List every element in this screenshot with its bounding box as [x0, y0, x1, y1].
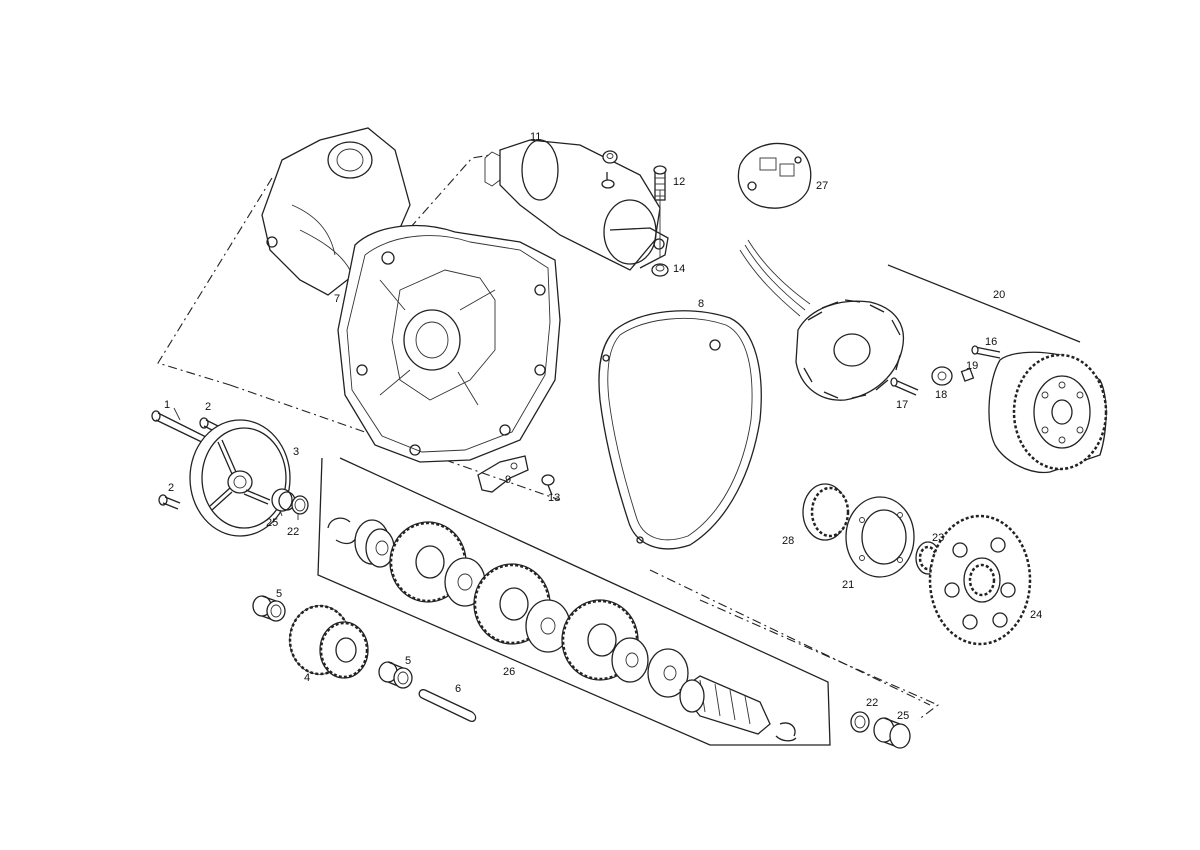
callout-2: 2	[205, 401, 211, 413]
callout-16: 16	[985, 336, 997, 348]
callout-9: 9	[505, 474, 511, 486]
callout-2: 2	[168, 482, 174, 494]
double-gear-4	[288, 604, 369, 679]
callout-22: 22	[287, 526, 299, 538]
callout-11: 11	[530, 131, 541, 143]
callout-24: 24	[1030, 609, 1042, 621]
nut-14	[651, 263, 669, 277]
callout-23: 23	[932, 532, 944, 544]
bushing-25-left	[271, 488, 296, 512]
callouts: 1 2 2 3 4 5 5 6 7 8 9 11 12 13 14 16 17 …	[164, 131, 1042, 722]
bolt-17	[890, 377, 919, 396]
callout-8: 8	[698, 298, 704, 310]
bolt-16	[971, 345, 1001, 359]
callout-25: 25	[897, 710, 909, 722]
callout-20: 20	[993, 289, 1005, 301]
brush-holder	[737, 142, 812, 209]
callout-5: 5	[405, 655, 411, 667]
nut-18	[931, 366, 953, 386]
bushing-5-upper	[252, 595, 286, 622]
starter-gear-24	[928, 514, 1032, 646]
callout-13: 13	[548, 492, 560, 504]
bearing-28	[802, 483, 850, 541]
crankcase-cover	[261, 127, 561, 463]
callout-28: 28	[782, 535, 794, 547]
bushing-5-lower	[378, 661, 413, 689]
ring-22-left	[291, 495, 309, 515]
callout-3: 3	[293, 446, 299, 458]
callout-18: 18	[935, 389, 947, 401]
callout-12: 12	[673, 176, 685, 188]
screw-13	[541, 474, 555, 496]
stator	[739, 239, 904, 401]
callout-1: 1	[164, 399, 170, 411]
shaft-pin-6	[418, 689, 477, 722]
nut	[602, 150, 618, 164]
callout-7: 7	[334, 293, 340, 305]
leader-lines	[173, 190, 661, 520]
cover-gasket	[598, 310, 762, 550]
starter-motor	[484, 139, 669, 271]
callout-26: 26	[503, 666, 515, 678]
callout-17: 17	[896, 399, 908, 411]
callout-21: 21	[842, 579, 854, 591]
screw-2-lower	[158, 494, 181, 510]
washer-21	[845, 496, 915, 578]
callout-22: 22	[866, 697, 878, 709]
flywheel	[988, 351, 1108, 474]
key-19	[960, 367, 975, 382]
callout-27: 27	[816, 180, 828, 192]
clutch-pack	[317, 457, 831, 746]
ring-22-right	[850, 711, 870, 733]
starter-cover-3	[189, 419, 291, 537]
callout-5: 5	[276, 588, 282, 600]
callout-14: 14	[673, 263, 685, 275]
bushing-25-right	[873, 717, 911, 749]
callout-25: 25	[266, 517, 278, 529]
clip-plate	[477, 455, 529, 493]
callout-6: 6	[455, 683, 461, 695]
callout-4: 4	[304, 672, 310, 684]
callout-19: 19	[966, 360, 978, 372]
